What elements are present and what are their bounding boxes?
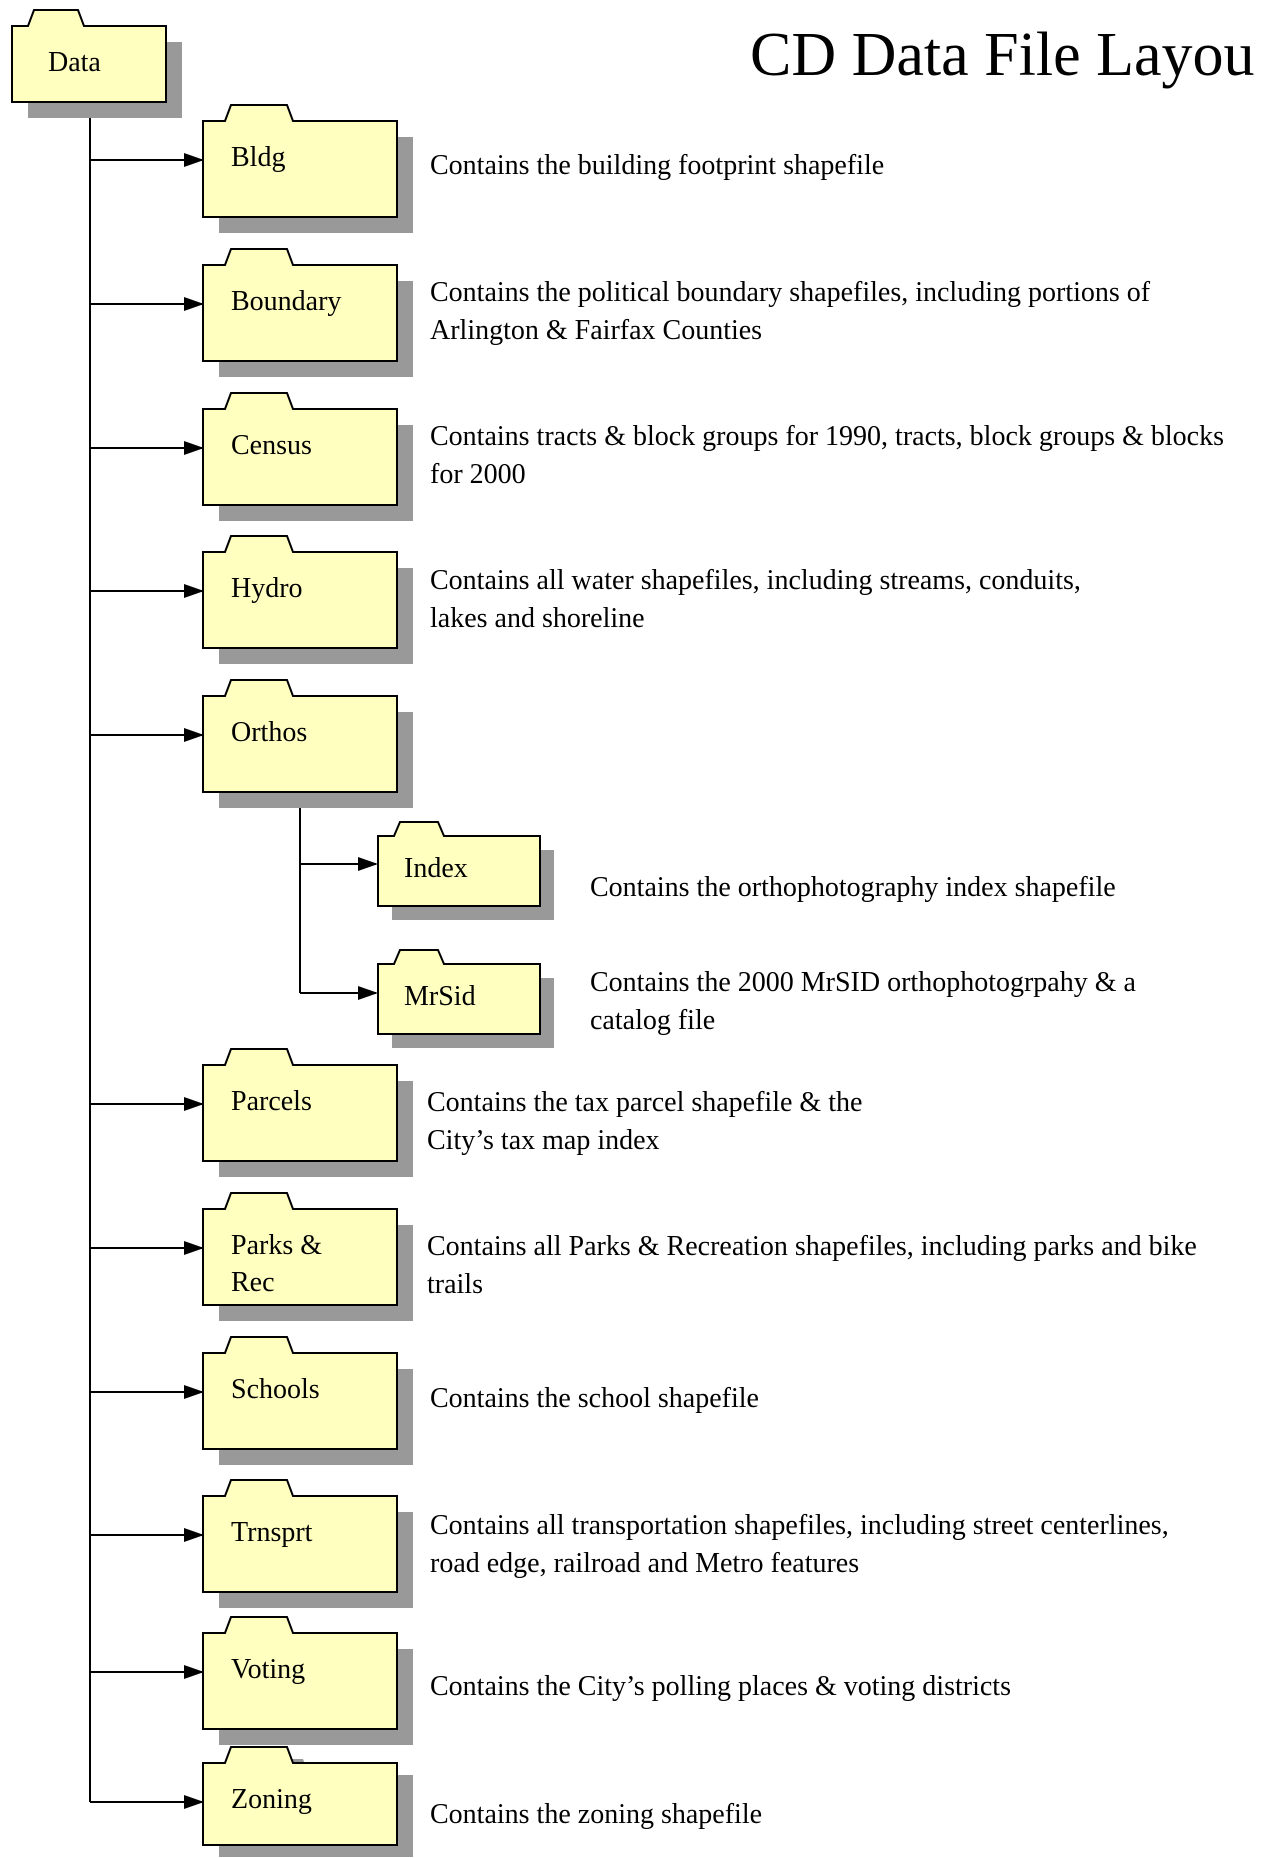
- folder-icon: [202, 392, 413, 521]
- folder-icon: [202, 1616, 413, 1745]
- folder-icon: [202, 248, 413, 377]
- folder-label: Schools: [231, 1374, 320, 1405]
- folder-label: Parcels: [231, 1086, 312, 1117]
- folder-icon: [202, 1336, 413, 1465]
- folder-description: Contains the 2000 MrSID orthophotogrpahy…: [590, 967, 1136, 1036]
- folder-icon: [202, 1192, 413, 1321]
- folder-label: Boundary: [231, 286, 342, 317]
- folder-schools: Schools: [202, 1335, 413, 1465]
- folder-label: Bldg: [231, 142, 286, 173]
- folder-label: MrSid: [404, 981, 476, 1012]
- folder-label: Census: [231, 430, 312, 461]
- folder-orthos: Orthos: [202, 678, 413, 808]
- folder-data-root: Data: [11, 8, 184, 122]
- folder-icon: [202, 1746, 413, 1857]
- folder-icon: [202, 535, 413, 664]
- folder-label: Orthos: [231, 717, 308, 748]
- folder-zoning: Zoning: [202, 1745, 413, 1857]
- folder-label: Data: [48, 47, 101, 78]
- folder-mrsid: MrSid: [377, 948, 558, 1050]
- folder-label: Index: [404, 853, 468, 884]
- folder-description: Contains the City’s polling places & vot…: [430, 1671, 1011, 1702]
- folder-label: Hydro: [231, 573, 303, 604]
- folder-description: Contains all water shapefiles, including…: [430, 565, 1081, 634]
- folder-census: Census: [202, 391, 413, 521]
- folder-parcels: Parcels: [202, 1047, 413, 1177]
- folder-description: Contains the political boundary shapefil…: [430, 277, 1151, 346]
- folder-index: Index: [377, 820, 558, 922]
- folder-icon: [377, 821, 554, 920]
- folder-description: Contains the orthophotography index shap…: [590, 872, 1116, 903]
- folder-icon: [11, 9, 182, 118]
- folder-label: Voting: [231, 1654, 306, 1685]
- folder-parks-rec: Parks & Rec: [202, 1191, 413, 1321]
- folder-description: Contains tracts & block groups for 1990,…: [430, 421, 1224, 490]
- folder-label: Trnsprt: [231, 1517, 313, 1548]
- folder-icon: [202, 104, 413, 233]
- folder-icon: [202, 1048, 413, 1177]
- folder-description: Contains the tax parcel shapefile & the …: [427, 1087, 863, 1156]
- folder-label: Zoning: [231, 1784, 312, 1815]
- folder-icon: [202, 1479, 413, 1608]
- folder-description: Contains all transportation shapefiles, …: [430, 1510, 1169, 1579]
- folder-label: Parks & Rec: [231, 1230, 322, 1298]
- folder-description: Contains the zoning shapefile: [430, 1799, 763, 1830]
- folder-description: Contains the building footprint shapefil…: [430, 150, 885, 181]
- folder-hydro: Hydro: [202, 534, 413, 664]
- folder-boundary: Boundary: [202, 247, 413, 377]
- folder-description: Contains the school shapefile: [430, 1383, 759, 1414]
- folder-bldg: Bldg: [202, 103, 413, 233]
- folder-trnsprt: Trnsprt: [202, 1478, 413, 1608]
- folder-voting: Voting: [202, 1615, 413, 1745]
- folder-icon: [377, 949, 554, 1048]
- folder-icon: [202, 679, 413, 808]
- diagram-title: CD Data File Layou: [750, 21, 1255, 89]
- folder-description: Contains all Parks & Recreation shapefil…: [427, 1231, 1197, 1300]
